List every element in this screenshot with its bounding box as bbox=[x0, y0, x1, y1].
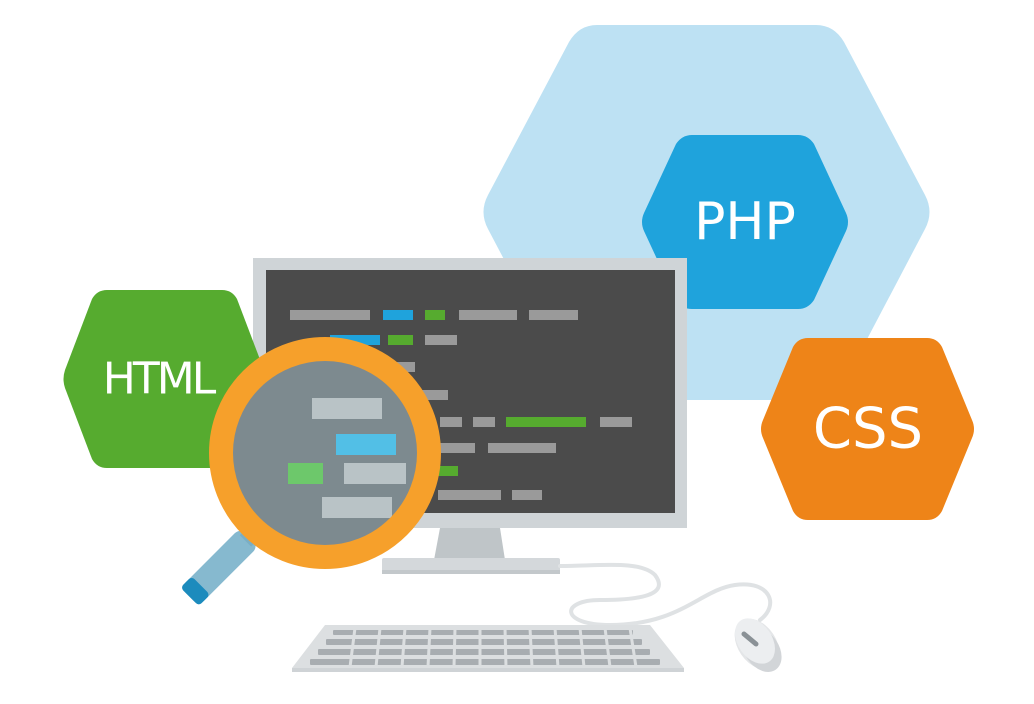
magnified-token bbox=[336, 434, 396, 455]
keyboard-icon bbox=[292, 625, 684, 672]
php-hexagon bbox=[642, 135, 848, 309]
magnified-token bbox=[322, 497, 392, 518]
key-gap bbox=[578, 627, 586, 668]
css-hexagon bbox=[761, 338, 974, 520]
code-token bbox=[440, 443, 475, 453]
code-token bbox=[425, 310, 445, 320]
key-row bbox=[318, 649, 650, 655]
key-row bbox=[310, 659, 660, 665]
code-token bbox=[440, 417, 462, 427]
code-token bbox=[512, 490, 542, 500]
key-gap bbox=[553, 627, 560, 668]
css-label: CSS bbox=[813, 397, 923, 462]
code-token bbox=[438, 490, 501, 500]
code-token bbox=[395, 362, 415, 372]
code-token bbox=[330, 335, 380, 345]
key-gap bbox=[603, 627, 612, 668]
mouse-wheel bbox=[741, 631, 759, 647]
key-gap bbox=[503, 627, 508, 668]
code-token bbox=[438, 466, 458, 476]
handle-grip bbox=[183, 530, 256, 603]
key-gap bbox=[374, 627, 382, 668]
code-token bbox=[473, 417, 495, 427]
magnified-token bbox=[312, 398, 382, 419]
monitor-stand-base-shadow bbox=[382, 570, 560, 574]
code-token bbox=[488, 443, 556, 453]
key-gap bbox=[628, 627, 638, 668]
code-token bbox=[425, 335, 457, 345]
magnifying-glass-icon bbox=[182, 337, 441, 605]
code-token bbox=[529, 310, 578, 320]
magnified-token bbox=[288, 463, 323, 484]
php-label: PHP bbox=[694, 192, 796, 252]
mouse-icon bbox=[734, 618, 782, 672]
code-token bbox=[383, 310, 413, 320]
code-token bbox=[600, 417, 632, 427]
code-token bbox=[420, 390, 448, 400]
keyboard-key-gaps bbox=[348, 627, 638, 668]
php-badge: PHP bbox=[642, 135, 848, 309]
keyboard-body bbox=[292, 625, 684, 668]
code-token bbox=[388, 335, 413, 345]
key-row bbox=[333, 630, 633, 635]
handle-cap bbox=[182, 577, 209, 605]
key-gap bbox=[452, 627, 457, 668]
code-token bbox=[459, 310, 517, 320]
magnified-code bbox=[288, 398, 406, 518]
monitor-stand-neck bbox=[434, 528, 505, 560]
key-row bbox=[326, 639, 642, 645]
mouse-cable bbox=[558, 562, 773, 628]
code-token bbox=[506, 417, 586, 427]
html-label: HTML bbox=[103, 354, 217, 405]
key-gap bbox=[348, 627, 357, 668]
css-badge: CSS bbox=[761, 338, 974, 520]
key-gap bbox=[400, 627, 407, 668]
key-gap bbox=[426, 627, 432, 668]
magnified-token bbox=[344, 463, 406, 484]
magnifier-ring bbox=[209, 337, 441, 569]
keyboard-edge bbox=[292, 668, 684, 672]
code-lines bbox=[290, 310, 632, 500]
key-gap bbox=[528, 627, 534, 668]
code-token bbox=[290, 310, 370, 320]
